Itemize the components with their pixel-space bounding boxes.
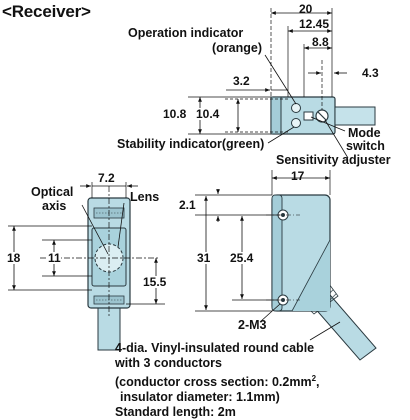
dim-optical-axis-height: 11 <box>48 251 61 265</box>
cable-note-line1: 4-dia. Vinyl-insulated round cable <box>115 341 315 355</box>
dim-3-2: 3.2 <box>233 74 250 88</box>
dim-side-height: 31 <box>197 251 211 265</box>
mode-switch <box>303 111 314 121</box>
label-holes: 2-M3 <box>238 318 267 332</box>
drawing-title: <Receiver> <box>2 2 91 21</box>
cable-note-line3: (conductor cross section: 0.2mm2, <box>115 371 410 390</box>
dim-12-45: 12.45 <box>299 17 330 31</box>
dim-hole-pitch: 25.4 <box>230 251 254 265</box>
dim-height-outer: 10.8 <box>163 107 187 121</box>
dim-front-height: 18 <box>7 251 21 265</box>
top-view-cable <box>334 106 376 126</box>
stability-indicator-lamp <box>291 118 301 128</box>
label-operation-indicator: Operation indicator <box>128 26 244 40</box>
label-stability-indicator: Stability indicator(green) <box>117 137 265 151</box>
operation-indicator-lamp <box>291 103 301 113</box>
cable-note-line3-text: (conductor cross section: 0.2mm <box>115 375 312 390</box>
label-mode-switch-1: Mode <box>348 126 381 140</box>
side-view <box>195 170 377 361</box>
cable-note-line3-sup: 2 <box>311 374 317 383</box>
label-optical-axis-1: Optical <box>31 185 74 199</box>
dim-side-depth: 17 <box>291 169 305 183</box>
front-view <box>8 182 165 351</box>
label-mode-switch-2: switch <box>346 139 385 153</box>
cable-note-line2: with 3 conductors <box>115 356 222 370</box>
cable-note: 4-dia. Vinyl-insulated round cable with … <box>115 341 410 420</box>
cable-note-line4: insulator diameter: 1.1mm) <box>120 390 280 405</box>
label-optical-axis-2: axis <box>42 199 67 213</box>
label-operation-indicator-color: (orange) <box>212 41 262 55</box>
label-sensitivity-adjuster: Sensitivity adjuster <box>276 153 391 167</box>
top-view <box>188 8 376 159</box>
dim-hole-offset: 2.1 <box>179 198 196 212</box>
dim-front-width: 7.2 <box>98 171 115 185</box>
dim-height-inner: 10.4 <box>195 107 221 121</box>
dim-lens-offset: 15.5 <box>143 275 167 289</box>
dim-total-length: 20 <box>299 2 313 16</box>
cable-note-line3-post: , <box>316 375 320 390</box>
dim-4-3: 4.3 <box>362 66 379 80</box>
label-lens: Lens <box>130 190 160 204</box>
cable-note-line5: Standard length: 2m <box>115 405 236 420</box>
dim-8-8: 8.8 <box>312 35 329 49</box>
